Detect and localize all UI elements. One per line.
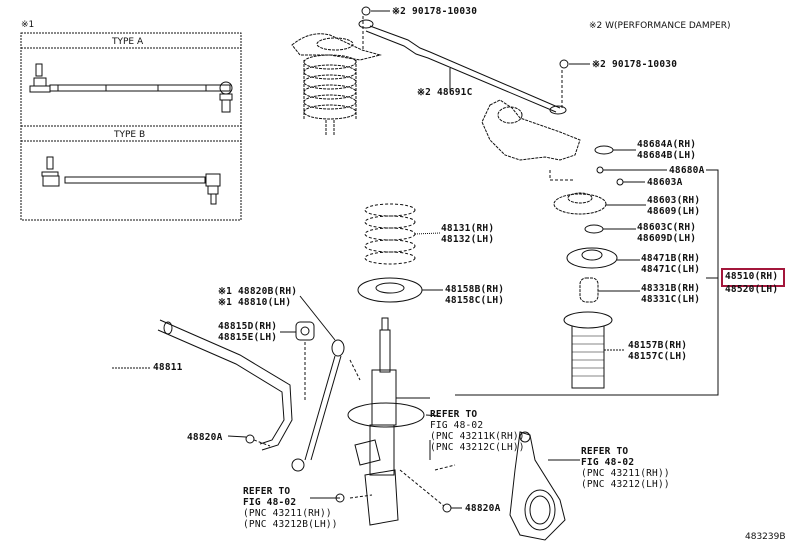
refer-line[interactable]: FIG 48-02 bbox=[243, 497, 297, 508]
stabilizer-bar-drawing bbox=[157, 319, 293, 451]
refer-line[interactable]: FIG 48-02 bbox=[430, 420, 484, 431]
refer-line: (PNC 43212B(LH)) bbox=[243, 519, 338, 530]
part-label-spring-lh[interactable]: 48132(LH) bbox=[441, 234, 495, 245]
part-label-insulator-rh[interactable]: 48158B(RH) bbox=[445, 284, 505, 295]
boot-drawing bbox=[563, 311, 613, 329]
part-label-performance-damper[interactable]: ※2 48691C bbox=[417, 87, 473, 98]
part-label-bumper-lh[interactable]: 48331C(LH) bbox=[641, 294, 701, 305]
cap-drawing bbox=[594, 145, 614, 155]
nut-icon bbox=[559, 59, 569, 69]
stabilizer-link-drawing bbox=[291, 339, 345, 472]
nut-icon bbox=[616, 178, 624, 186]
refer-line: REFER TO bbox=[430, 409, 478, 420]
part-label-stabilizer-bar[interactable]: 48811 bbox=[153, 362, 183, 373]
refer-line: (PNC 43211(RH)) bbox=[581, 468, 670, 479]
part-label-cap-rh[interactable]: 48684A(RH) bbox=[637, 139, 697, 150]
upper-mount-assembly-drawing bbox=[291, 33, 382, 135]
note1-marker: ※1 bbox=[21, 20, 35, 30]
part-label-shock-absorber-lh[interactable]: 48520(LH) bbox=[725, 284, 779, 295]
inset-type-a-label: TYPE A bbox=[112, 37, 144, 47]
part-label-nut-48603a[interactable]: 48603A bbox=[647, 177, 683, 188]
body-bracket-drawing bbox=[481, 99, 581, 161]
nut-icon bbox=[245, 434, 255, 444]
part-label-link-lh[interactable]: ※1 48810(LH) bbox=[218, 297, 292, 308]
part-label-support-rh[interactable]: 48603(RH) bbox=[647, 195, 701, 206]
refer-line[interactable]: FIG 48-02 bbox=[581, 457, 635, 468]
part-label-link-rh[interactable]: ※1 48820B(RH) bbox=[218, 286, 298, 297]
refer-line: (PNC 43212C(LH)) bbox=[430, 442, 525, 453]
nut-icon bbox=[361, 6, 371, 16]
part-label-boot-rh[interactable]: 48157B(RH) bbox=[628, 340, 688, 351]
refer-line: (PNC 43212(LH)) bbox=[581, 479, 670, 490]
part-label-upper-seat-lh[interactable]: 48471C(LH) bbox=[641, 264, 701, 275]
selected-part-highlight bbox=[721, 268, 785, 287]
nut-icon bbox=[442, 503, 452, 513]
part-label-support-lh[interactable]: 48609(LH) bbox=[647, 206, 701, 217]
part-label-nut-bottom[interactable]: 48820A bbox=[465, 503, 501, 514]
part-label-spring-rh[interactable]: 48131(RH) bbox=[441, 223, 495, 234]
note2-label: ※2 W(PERFORMANCE DAMPER) bbox=[589, 21, 731, 31]
refer-line: (PNC 43211(RH)) bbox=[243, 508, 332, 519]
part-label-bumper-rh[interactable]: 48331B(RH) bbox=[641, 283, 701, 294]
part-label-bushing-rh[interactable]: 48815D(RH) bbox=[218, 321, 278, 332]
part-label-insulator-lh[interactable]: 48158C(LH) bbox=[445, 295, 505, 306]
part-label-seat-rh[interactable]: 48603C(RH) bbox=[637, 222, 697, 233]
part-label-shock-absorber-rh[interactable]: 48510(RH) bbox=[725, 271, 779, 282]
nut-icon bbox=[596, 166, 604, 174]
part-label-nut-left[interactable]: 48820A bbox=[187, 432, 223, 443]
upper-seat-drawing bbox=[566, 247, 618, 269]
part-label-nut-top-right[interactable]: ※2 90178-10030 bbox=[592, 59, 678, 70]
bumper-drawing bbox=[579, 277, 599, 303]
part-label-upper-seat-rh[interactable]: 48471B(RH) bbox=[641, 253, 701, 264]
refer-line: (PNC 43211K(RH)) bbox=[430, 431, 525, 442]
diagram-id: 483239B bbox=[745, 532, 786, 542]
performance-damper-drawing bbox=[358, 19, 567, 115]
type-b-link-drawing bbox=[41, 156, 221, 205]
part-label-nut-48680a[interactable]: 48680A bbox=[669, 165, 705, 176]
part-label-boot-lh[interactable]: 48157C(LH) bbox=[628, 351, 688, 362]
inset-type-b-label: TYPE B bbox=[114, 130, 146, 140]
support-drawing bbox=[553, 193, 607, 215]
seat-drawing bbox=[584, 224, 604, 234]
bushing-drawing bbox=[295, 321, 315, 341]
type-a-link-drawing bbox=[29, 63, 233, 113]
part-label-nut-top-left[interactable]: ※2 90178-10030 bbox=[392, 6, 478, 17]
steering-knuckle-drawing bbox=[509, 431, 566, 541]
shock-absorber-drawing bbox=[347, 317, 425, 526]
insulator-drawing bbox=[357, 277, 423, 303]
refer-line: REFER TO bbox=[581, 446, 629, 457]
part-label-bushing-lh[interactable]: 48815E(LH) bbox=[218, 332, 278, 343]
part-label-cap-lh[interactable]: 48684B(LH) bbox=[637, 150, 697, 161]
part-label-seat-lh[interactable]: 48609D(LH) bbox=[637, 233, 697, 244]
refer-line: REFER TO bbox=[243, 486, 291, 497]
coil-spring-drawing bbox=[364, 203, 416, 265]
